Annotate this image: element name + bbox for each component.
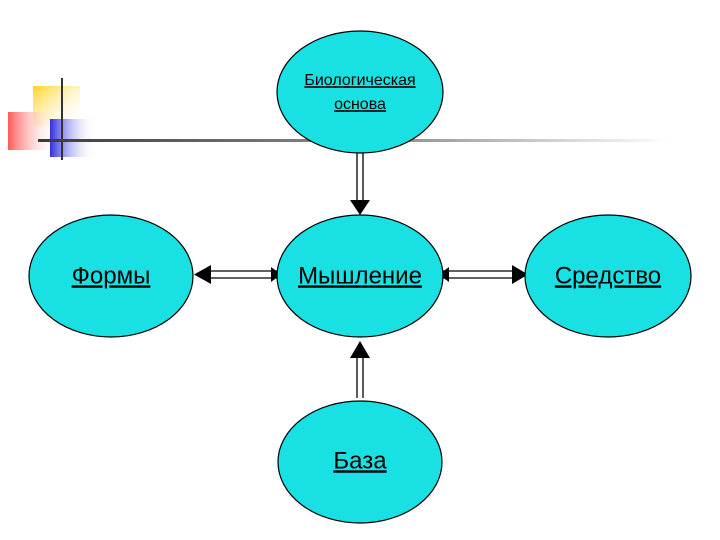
node-means: Средство [524,214,692,338]
deco-blue-square [50,119,96,157]
node-biological-basis: Биологическая основа [276,30,444,154]
node-top-label-line1: Биологическая [304,72,415,89]
node-forms: Формы [28,214,194,338]
node-bottom-label: База [333,447,387,474]
node-top-shape [276,30,444,154]
arrow-center-to-right [439,265,528,284]
node-center-shape [276,214,444,338]
node-base: База [277,400,443,524]
node-left-shape [28,214,194,338]
node-top-label-line2: основа [334,96,386,113]
node-bottom-shape [277,400,443,524]
arrow-center-to-left [194,265,281,284]
node-center-label: Мышление [298,262,422,289]
arrow-bottom-to-center [350,341,370,398]
node-right-label: Средство [555,262,661,289]
node-thinking: Мышление [276,214,444,338]
arrow-top-to-center [350,152,370,215]
node-right-shape [524,214,692,338]
deco-red-square [8,112,58,150]
node-left-label: Формы [72,262,151,289]
